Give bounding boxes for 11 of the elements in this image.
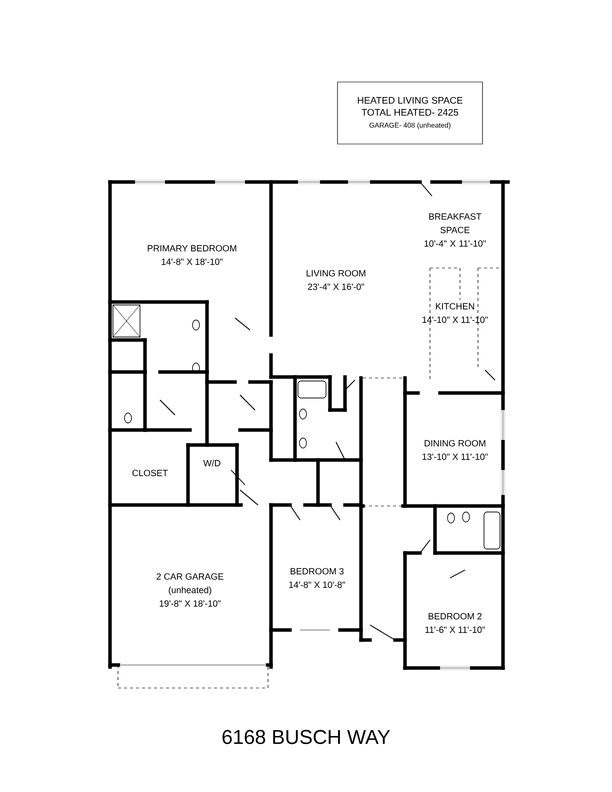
title: 6168 BUSCH WAY [222, 730, 390, 744]
room-label: BEDROOM 3 14'-8" X 10'-8" [289, 568, 346, 588]
room-label: W/D [203, 460, 220, 466]
room-label: CLOSET [132, 470, 168, 476]
room-label: DINING ROOM 13'-10" X 11'-10" [422, 440, 488, 460]
room-label: BREAKFAST SPACE 10'-4" X 11'-10" [424, 213, 486, 247]
room-label: PRIMARY BEDROOM 14'-8" X 18'-10" [148, 245, 236, 265]
room-label: BEDROOM 2 11'-6" X 11'-10" [425, 613, 485, 633]
room-label: 2 CAR GARAGE (unheated) 19'-8" X 18'-10" [156, 573, 224, 607]
room-label: LIVING ROOM 23'-4" X 16'-0" [306, 270, 366, 290]
room-label: KITCHEN 14'-10" X 11'-10" [422, 303, 488, 323]
